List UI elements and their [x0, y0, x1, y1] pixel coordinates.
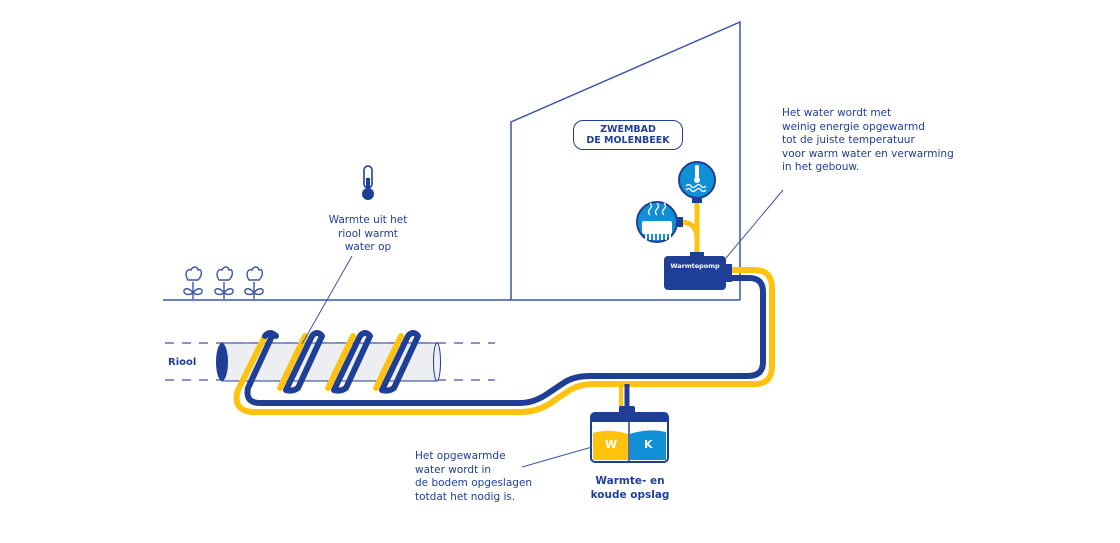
radiator-heating-icon: [636, 201, 683, 243]
leader-line-heat-pump: [725, 189, 784, 259]
thermometer-icon: [362, 165, 374, 200]
heat-pump-unit: [664, 252, 732, 290]
storage-title: Warmte- en koude opslag: [590, 475, 670, 501]
sewer-label: Riool: [168, 357, 197, 368]
flower-icon: [214, 266, 234, 299]
heat-exchange-loop: [233, 267, 775, 415]
building-name-badge: ZWEMBAD DE MOLENBEEK: [573, 120, 683, 150]
flower-icon: [244, 266, 264, 299]
leader-line-sewer: [301, 255, 353, 345]
tank-cold-label: K: [644, 438, 653, 451]
leader-line-storage: [521, 446, 593, 468]
storage-tank: [590, 406, 669, 463]
heat-pump-note: Het water wordt met weinig energie opgew…: [782, 107, 954, 173]
heat-pump-label: Warmtepomp: [670, 262, 720, 270]
sewer-heat-label: Warmte uit het riool warmt water op: [328, 214, 408, 253]
flower-icon: [183, 266, 203, 299]
building-outline: [510, 20, 741, 300]
storage-note: Het opgewarmde water wordt in de bodem o…: [415, 450, 533, 503]
tank-warm-label: W: [605, 438, 618, 451]
hot-water-icon: [678, 161, 716, 203]
